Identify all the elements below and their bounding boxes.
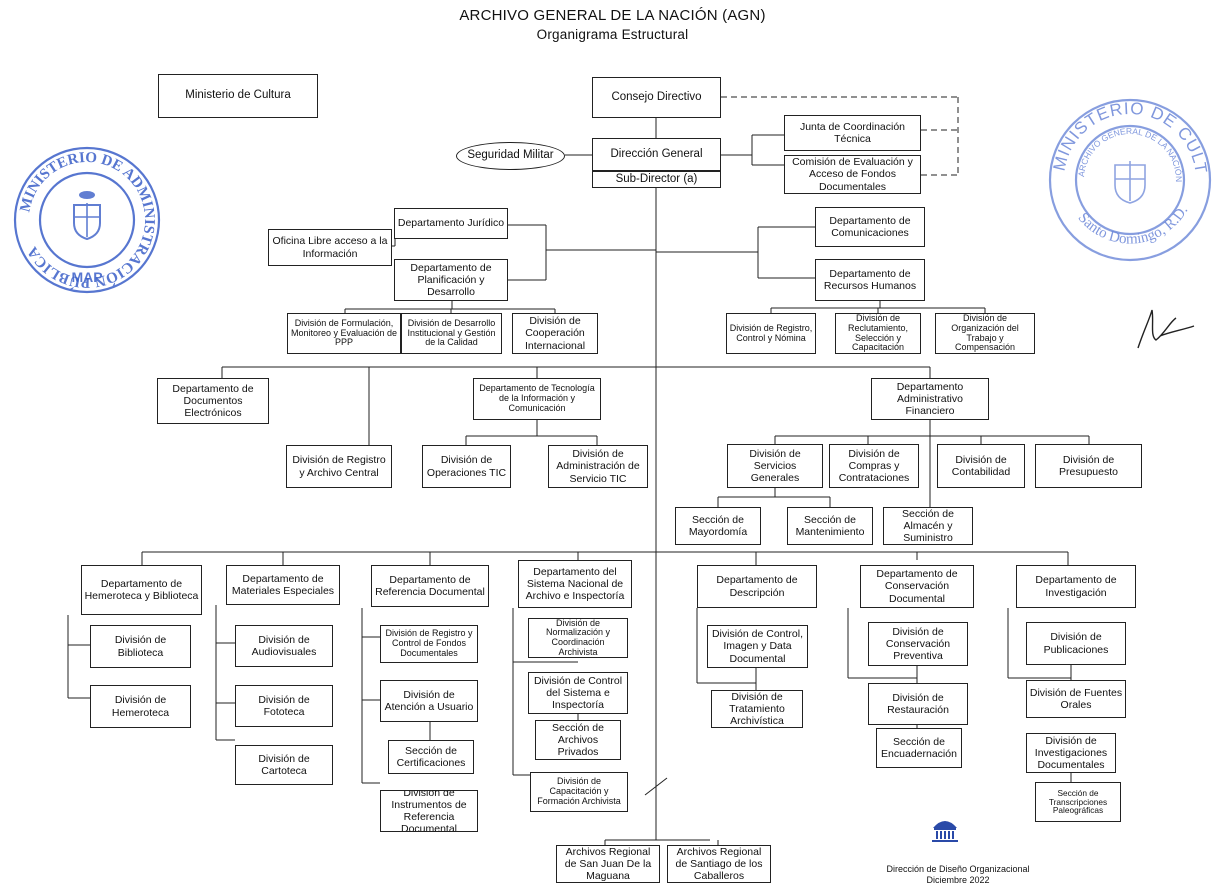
division-desarrollo-institucional-box: División de Desarrollo Institucional y G… xyxy=(401,313,502,354)
division-registro-nomina-box: División de Registro, Control y Nómina xyxy=(726,313,816,354)
consejo-directivo-box: Consejo Directivo xyxy=(592,77,721,118)
division-hemeroteca-box: División de Hemeroteca xyxy=(90,685,191,728)
division-cartoteca-box: División de Cartoteca xyxy=(235,745,333,785)
dept-hemeroteca-biblioteca-box: Departamento de Hemeroteca y Biblioteca xyxy=(81,565,202,615)
division-servicios-generales-box: División de Servicios Generales xyxy=(727,444,823,488)
archivo-regional-san-juan-box: Archivos Regional de San Juan De la Magu… xyxy=(556,845,660,883)
map-stamp-seal: MINISTERIO DE ADMINISTRACIÓN PÚBLICA MAP xyxy=(13,146,161,294)
direccion-general-box: Dirección General xyxy=(592,138,721,171)
division-formulacion-box: División de Formulación, Monitoreo y Eva… xyxy=(287,313,401,354)
seccion-almacen-box: Sección de Almacén y Suministro xyxy=(883,507,973,545)
dept-descripcion-box: Departamento de Descripción xyxy=(697,565,817,608)
division-fuentes-orales-box: División de Fuentes Orales xyxy=(1026,680,1126,718)
footer-credit: Dirección de Diseño Organizacional Dicie… xyxy=(868,864,1048,886)
documentos-electronicos-box: Departamento de Documentos Electrónicos xyxy=(157,378,269,424)
footer-line-2: Diciembre 2022 xyxy=(926,874,990,885)
departamento-comunicaciones-box: Departamento de Comunicaciones xyxy=(815,207,925,247)
comision-evaluacion-box: Comisión de Evaluación y Acceso de Fondo… xyxy=(784,155,921,194)
chart-subtitle: Organigrama Estructural xyxy=(536,27,689,42)
cultura-stamp-seal: MINISTERIO DE CULTURA ARCHIVO GENERAL DE… xyxy=(1045,95,1212,262)
junta-coordinacion-box: Junta de Coordinación Técnica xyxy=(784,115,921,151)
seguridad-militar-ellipse: Seguridad Militar xyxy=(456,142,565,170)
division-compras-box: División de Compras y Contrataciones xyxy=(829,444,919,488)
division-presupuesto-box: División de Presupuesto xyxy=(1035,444,1142,488)
division-fototeca-box: División de Fototeca xyxy=(235,685,333,727)
division-organizacion-trabajo-box: División de Organización del Trabajo y C… xyxy=(935,313,1035,354)
division-conservacion-preventiva-box: División de Conservación Preventiva xyxy=(868,622,968,666)
footer-line-1: Dirección de Diseño Organizacional xyxy=(886,864,1030,874)
departamento-juridico-box: Departamento Jurídico xyxy=(394,208,508,239)
seccion-encuadernacion-box: Sección de Encuadernación xyxy=(876,728,962,768)
division-normalizacion-box: División de Normalización y Coordinación… xyxy=(528,618,628,658)
dept-investigacion-box: Departamento de Investigación xyxy=(1016,565,1136,608)
division-reclutamiento-box: División de Reclutamiento, Selección y C… xyxy=(835,313,921,354)
seccion-mantenimiento-box: Sección de Mantenimiento xyxy=(787,507,873,545)
tecnologia-informacion-box: Departamento de Tecnología de la Informa… xyxy=(473,378,601,420)
division-operaciones-tic-box: División de Operaciones TIC xyxy=(422,445,511,488)
signature-scribble xyxy=(1137,309,1195,349)
seccion-certificaciones-box: Sección de Certificaciones xyxy=(388,740,474,774)
seccion-mayordomia-box: Sección de Mayordomía xyxy=(675,507,761,545)
planificacion-desarrollo-box: Departamento de Planificación y Desarrol… xyxy=(394,259,508,301)
dept-materiales-especiales-box: Departamento de Materiales Especiales xyxy=(226,565,340,605)
division-registro-archivo-box: División de Registro y Archivo Central xyxy=(286,445,392,488)
oficina-libre-acceso-box: Oficina Libre acceso a la Información xyxy=(268,229,392,266)
division-admin-tic-box: División de Administración de Servicio T… xyxy=(548,445,648,488)
chart-title: ARCHIVO GENERAL DE LA NACIÓN (AGN) xyxy=(459,7,766,24)
subdirector-box: Sub-Director (a) xyxy=(592,171,721,188)
division-instrumentos-referencia-box: División de Instrumentos de Referencia D… xyxy=(380,790,478,832)
seccion-archivos-privados-box: Sección de Archivos Privados xyxy=(535,720,621,760)
departamento-rrhh-box: Departamento de Recursos Humanos xyxy=(815,259,925,301)
svg-text:MAP: MAP xyxy=(71,269,102,285)
ministerio-cultura-box: Ministerio de Cultura xyxy=(158,74,318,118)
dept-referencia-documental-box: Departamento de Referencia Documental xyxy=(371,565,489,607)
dept-sistema-nacional-box: Departamento del Sistema Nacional de Arc… xyxy=(518,560,632,608)
division-contabilidad-box: División de Contabilidad xyxy=(937,444,1025,488)
administrativo-financiero-box: Departamento Administrativo Financiero xyxy=(871,378,989,420)
dept-conservacion-box: Departamento de Conservación Documental xyxy=(860,565,974,608)
division-atencion-usuario-box: División de Atención a Usuario xyxy=(380,680,478,722)
division-cooperacion-box: División de Cooperación Internacional xyxy=(512,313,598,354)
division-audiovisuales-box: División de Audiovisuales xyxy=(235,625,333,667)
division-investigaciones-documentales-box: División de Investigaciones Documentales xyxy=(1026,733,1116,773)
division-control-imagen-box: División de Control, Imagen y Data Docum… xyxy=(707,625,808,668)
diseno-organizacional-logo-icon xyxy=(932,821,958,842)
division-restauracion-box: División de Restauración xyxy=(868,683,968,725)
division-registro-fondos-box: División de Registro y Control de Fondos… xyxy=(380,625,478,663)
division-publicaciones-box: División de Publicaciones xyxy=(1026,622,1126,665)
division-capacitacion-box: División de Capacitación y Formación Arc… xyxy=(530,772,628,812)
division-control-sistema-box: División de Control del Sistema e Inspec… xyxy=(528,672,628,714)
division-biblioteca-box: División de Biblioteca xyxy=(90,625,191,668)
division-tratamiento-box: División de Tratamiento Archivística xyxy=(711,690,803,728)
archivo-regional-santiago-box: Archivos Regional de Santiago de los Cab… xyxy=(667,845,771,883)
svg-text:Santo Domingo, R.D.: Santo Domingo, R.D. xyxy=(1075,203,1192,247)
seccion-transcripciones-box: Sección de Transcripciones Paleográficas xyxy=(1035,782,1121,822)
